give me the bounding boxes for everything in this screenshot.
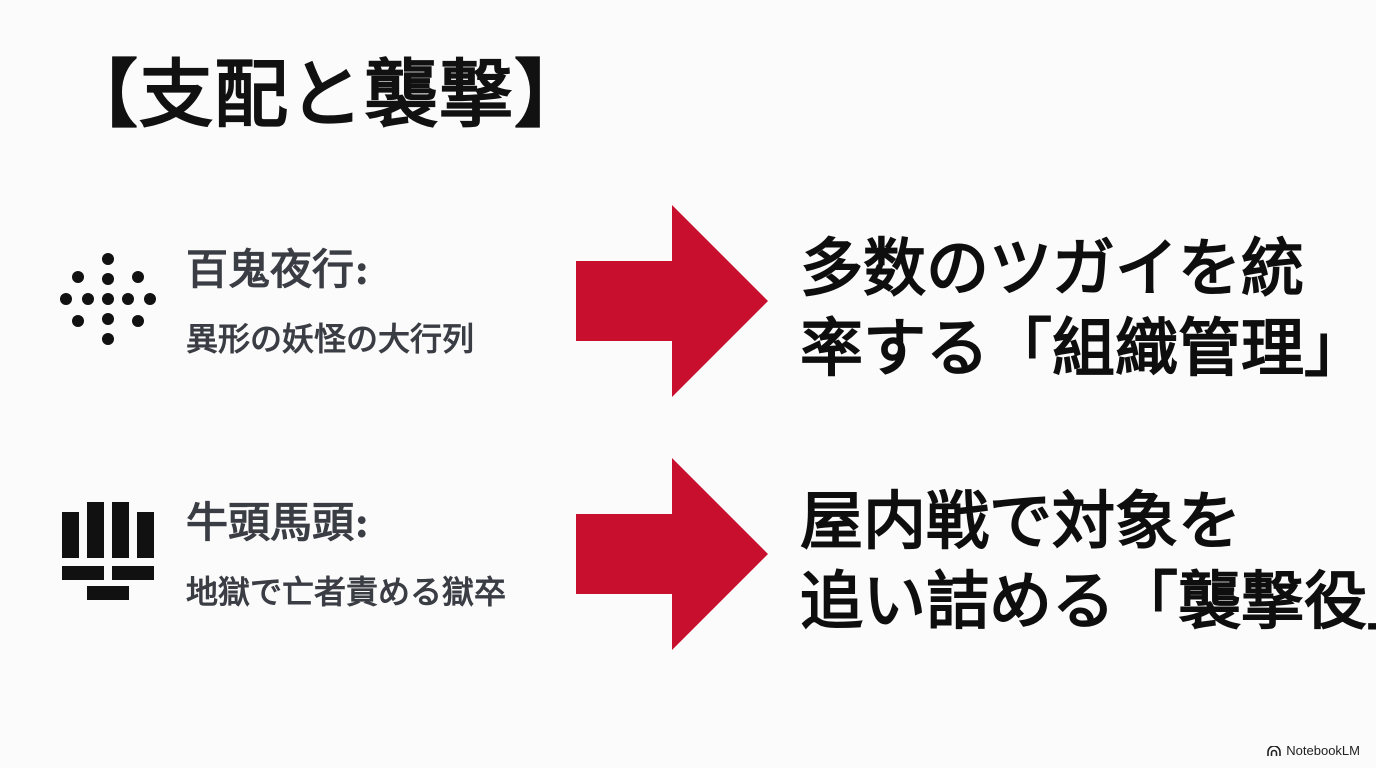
result-line-1: 多数のツガイを統 [800, 232, 1304, 305]
result-line-2: 追い詰める「襲撃役」 [800, 565, 1376, 638]
notebooklm-branding: NotebookLM [1267, 743, 1360, 758]
arrow-right-icon [576, 205, 768, 397]
row-label: 百鬼夜行: [186, 245, 370, 294]
result-line-2: 率する「組織管理」 [800, 312, 1367, 385]
row-label: 牛頭馬頭: [186, 498, 370, 547]
row-hyakki-yagyo: 百鬼夜行: 異形の妖怪の大行列 多数のツガイを統 率する「組織管理」 [0, 205, 1376, 405]
row-gozu-mezu: 牛頭馬頭: 地獄で亡者責める獄卒 屋内戦で対象を 追い詰める「襲撃役」 [0, 458, 1376, 658]
slide-title: 【支配と襲撃】 [64, 52, 589, 138]
row-result: 多数のツガイを統 率する「組織管理」 [800, 229, 1367, 389]
dot-grid-icon [60, 253, 156, 345]
result-line-1: 屋内戦で対象を [800, 485, 1241, 558]
arrow-right-icon [576, 458, 768, 650]
bar-blocks-icon [62, 502, 154, 600]
row-result: 屋内戦で対象を 追い詰める「襲撃役」 [800, 482, 1376, 642]
row-sublabel: 異形の妖怪の大行列 [186, 320, 475, 358]
notebooklm-logo-icon [1267, 745, 1282, 756]
branding-text: NotebookLM [1286, 743, 1360, 758]
row-sublabel: 地獄で亡者責める獄卒 [186, 573, 507, 611]
